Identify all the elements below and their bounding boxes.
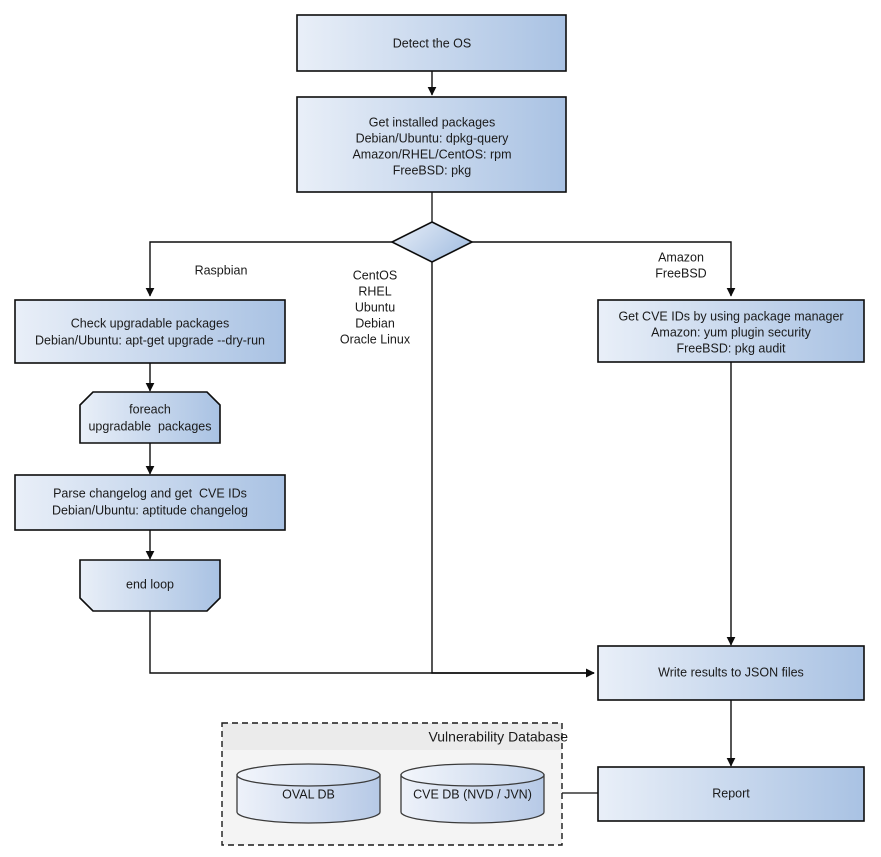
node-oval-db[interactable]: OVAL DB <box>236 763 381 824</box>
node-get-installed-packages-line-1: Get installed packages <box>369 115 495 129</box>
node-foreach-loop-start-line-2: upgradable packages <box>88 419 211 433</box>
group-title-bar <box>222 723 562 750</box>
group-title-label: Vulnerability Database <box>428 729 568 745</box>
edge-label-amazon-freebsd: Amazon FreeBSD <box>655 250 706 280</box>
node-get-installed-packages-line-4: FreeBSD: pkg <box>393 163 472 177</box>
node-oval-db-body[interactable] <box>236 774 381 824</box>
node-check-upgradable-line-2: Debian/Ubuntu: apt-get upgrade --dry-run <box>35 333 265 347</box>
node-foreach-loop-start[interactable]: foreach upgradable packages <box>79 391 221 444</box>
node-check-upgradable-shape[interactable] <box>14 299 286 364</box>
edge-label-amazon-freebsd-line-2: FreeBSD <box>655 266 706 280</box>
node-parse-changelog-shape[interactable] <box>14 474 286 531</box>
edge-label-raspbian: Raspbian <box>195 263 248 277</box>
node-get-installed-packages-line-3: Amazon/RHEL/CentOS: rpm <box>352 147 511 161</box>
node-os-decision[interactable] <box>390 221 474 263</box>
edge-label-center-os-line-1: CentOS <box>353 268 397 282</box>
node-cve-db-label: CVE DB (NVD / JVN) <box>413 787 532 801</box>
node-end-loop-label: end loop <box>126 577 174 591</box>
edge-label-raspbian-line-1: Raspbian <box>195 263 248 277</box>
edge-label-amazon-freebsd-line-1: Amazon <box>658 250 704 264</box>
node-end-loop[interactable]: end loop <box>79 559 221 612</box>
node-get-installed-packages-line-2: Debian/Ubuntu: dpkg-query <box>356 131 510 145</box>
node-foreach-loop-start-line-1: foreach <box>129 402 171 416</box>
node-get-cve-ids-shape[interactable] <box>597 299 865 363</box>
node-get-cve-ids-line-3: FreeBSD: pkg audit <box>676 341 786 355</box>
node-os-decision-shape[interactable] <box>390 221 474 263</box>
node-cve-db-top <box>400 763 545 787</box>
node-check-upgradable-line-1: Check upgradable packages <box>71 316 229 330</box>
node-end-loop-shape[interactable] <box>79 559 221 612</box>
node-cve-db-body[interactable] <box>400 774 545 824</box>
edge-label-center-os-line-4: Debian <box>355 316 395 330</box>
edge-label-center-os-line-2: RHEL <box>358 284 391 298</box>
node-write-results-shape[interactable] <box>597 645 865 701</box>
node-foreach-loop-start-shape[interactable] <box>79 391 221 444</box>
node-detect-os-label: Detect the OS <box>393 36 472 50</box>
node-report[interactable]: Report <box>597 766 865 822</box>
edge-label-center-os-line-3: Ubuntu <box>355 300 395 314</box>
node-parse-changelog-line-1: Parse changelog and get CVE IDs <box>53 486 247 500</box>
node-parse-changelog-line-2: Debian/Ubuntu: aptitude changelog <box>52 503 248 517</box>
node-write-results-label: Write results to JSON files <box>658 665 804 679</box>
edge-decision-amazon-freebsd <box>472 241 736 297</box>
edge-endloop-to-write <box>149 611 595 678</box>
edge-decision-raspbian <box>145 241 392 297</box>
node-write-results[interactable]: Write results to JSON files <box>597 645 865 701</box>
node-parse-changelog[interactable]: Parse changelog and get CVE IDs Debian/U… <box>14 474 286 531</box>
node-cve-db[interactable]: CVE DB (NVD / JVN) <box>400 763 545 824</box>
node-detect-os-shape[interactable] <box>296 14 567 72</box>
node-check-upgradable[interactable]: Check upgradable packages Debian/Ubuntu:… <box>14 299 286 364</box>
node-get-installed-packages[interactable]: Get installed packages Debian/Ubuntu: dp… <box>296 96 567 193</box>
node-report-shape[interactable] <box>597 766 865 822</box>
node-get-cve-ids-line-2: Amazon: yum plugin security <box>651 325 812 339</box>
edge-label-center-os-list: CentOS RHEL Ubuntu Debian Oracle Linux <box>340 268 411 346</box>
edge-label-center-os-line-5: Oracle Linux <box>340 332 411 346</box>
group-border <box>221 722 563 846</box>
node-detect-os[interactable]: Detect the OS <box>296 14 567 72</box>
node-oval-db-label: OVAL DB <box>282 787 335 801</box>
edge-decision-center <box>431 262 595 678</box>
node-get-installed-packages-shape[interactable] <box>296 96 567 193</box>
node-oval-db-top <box>236 763 381 787</box>
node-get-cve-ids[interactable]: Get CVE IDs by using package manager Ama… <box>597 299 865 363</box>
node-report-label: Report <box>712 786 750 800</box>
node-get-cve-ids-line-1: Get CVE IDs by using package manager <box>618 309 843 323</box>
